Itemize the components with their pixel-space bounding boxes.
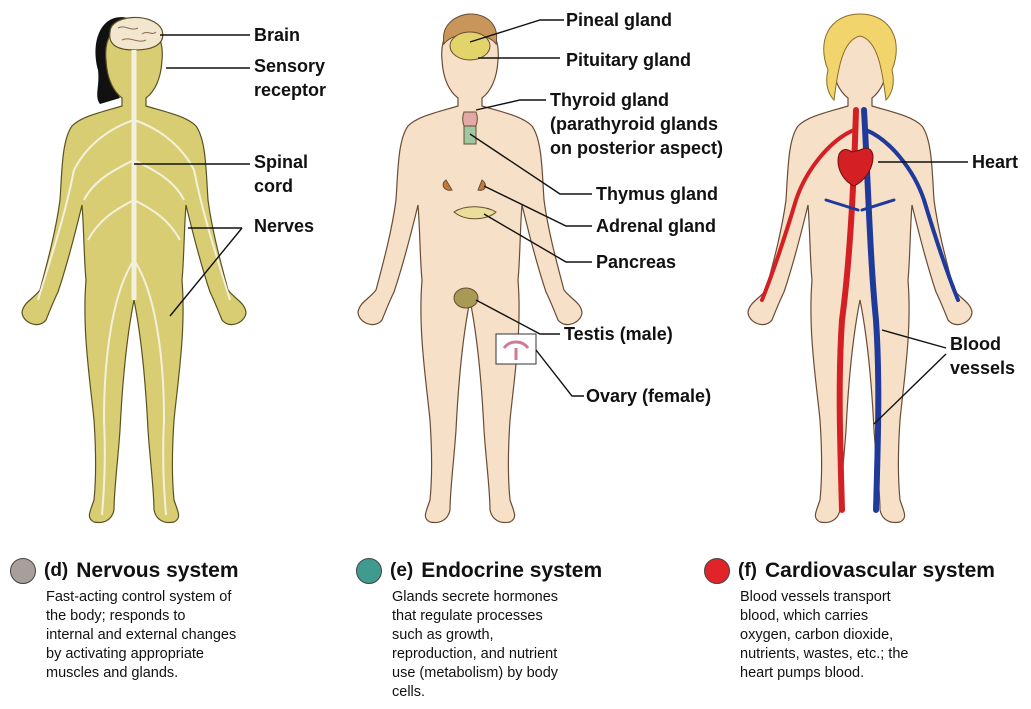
desc-line: such as growth, xyxy=(392,626,637,645)
desc-line: reproduction, and nutrient xyxy=(392,645,637,664)
caption-nervous: (d) Nervous system Fast-acting control s… xyxy=(10,558,291,683)
label-blood-2: vessels xyxy=(950,358,1015,378)
label-thymus: Thymus gland xyxy=(596,184,718,204)
caption-letter: (d) xyxy=(44,560,68,582)
label-heart: Heart xyxy=(972,152,1018,172)
desc-line: cells. xyxy=(392,683,637,702)
brain xyxy=(110,17,163,50)
thymus xyxy=(464,126,476,144)
caption-endocrine: (e) Endocrine system Glands secrete horm… xyxy=(356,558,637,702)
desc-line: heart pumps blood. xyxy=(740,664,985,683)
desc-line: the body; responds to xyxy=(46,607,291,626)
testes xyxy=(454,288,478,308)
label-blood-1: Blood xyxy=(950,334,1001,354)
caption-letter: (f) xyxy=(738,560,757,582)
label-spinal-1: Spinal xyxy=(254,152,308,172)
desc-line: use (metabolism) by body xyxy=(392,664,637,683)
label-adrenal: Adrenal gland xyxy=(596,216,716,236)
caption-cardio: (f) Cardiovascular system Blood vessels … xyxy=(704,558,995,683)
label-ovary: Ovary (female) xyxy=(586,386,711,406)
label-brain: Brain xyxy=(254,25,300,45)
label-pancreas: Pancreas xyxy=(596,252,676,272)
label-sensory-2: receptor xyxy=(254,80,326,100)
desc-line: Blood vessels transport xyxy=(740,588,985,607)
cardio-figure xyxy=(748,14,972,523)
nervous-swatch xyxy=(10,558,36,584)
label-thyroid-2: (parathyroid glands xyxy=(550,114,718,134)
caption-letter: (e) xyxy=(390,560,413,582)
desc-line: that regulate processes xyxy=(392,607,637,626)
desc-line: by activating appropriate xyxy=(46,645,291,664)
body-systems-figure: Brain Sensory receptor Spinal cord Nerve… xyxy=(0,0,1031,560)
caption-title: Cardiovascular system xyxy=(765,559,995,583)
brain xyxy=(450,32,490,60)
caption-description: Fast-acting control system of the body; … xyxy=(46,588,291,683)
desc-line: nutrients, wastes, etc.; the xyxy=(740,645,985,664)
caption-title: Nervous system xyxy=(76,559,238,583)
desc-line: blood, which carries xyxy=(740,607,985,626)
nervous-figure xyxy=(22,17,246,522)
label-spinal-2: cord xyxy=(254,176,293,196)
desc-line: internal and external changes xyxy=(46,626,291,645)
label-thyroid-3: on posterior aspect) xyxy=(550,138,723,158)
label-pituitary: Pituitary gland xyxy=(566,50,691,70)
cardio-swatch xyxy=(704,558,730,584)
endocrine-figure xyxy=(358,14,582,523)
label-testis: Testis (male) xyxy=(564,324,673,344)
label-nerves: Nerves xyxy=(254,216,314,236)
caption-title: Endocrine system xyxy=(421,559,602,583)
desc-line: Glands secrete hormones xyxy=(392,588,637,607)
caption-description: Glands secrete hormones that regulate pr… xyxy=(392,588,637,702)
desc-line: Fast-acting control system of xyxy=(46,588,291,607)
caption-description: Blood vessels transport blood, which car… xyxy=(740,588,985,683)
label-sensory-1: Sensory xyxy=(254,56,325,76)
label-pineal: Pineal gland xyxy=(566,10,672,30)
desc-line: muscles and glands. xyxy=(46,664,291,683)
label-thyroid-1: Thyroid gland xyxy=(550,90,669,110)
endocrine-swatch xyxy=(356,558,382,584)
desc-line: oxygen, carbon dioxide, xyxy=(740,626,985,645)
